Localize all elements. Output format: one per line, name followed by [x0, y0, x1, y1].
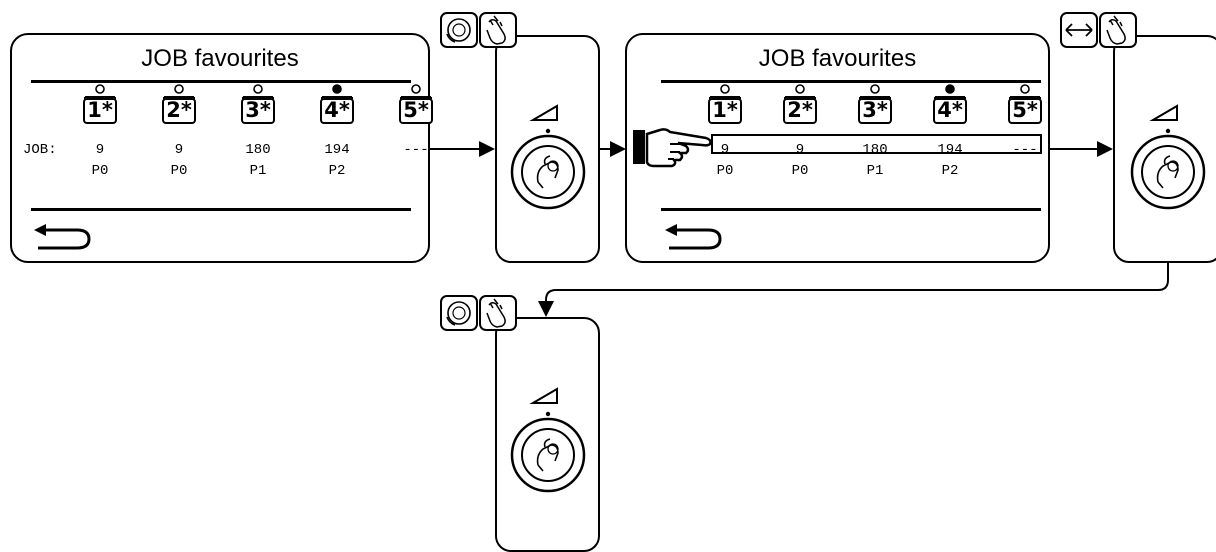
- slot-label: 5*: [403, 98, 429, 122]
- slot-job-number: ---: [1012, 142, 1038, 158]
- favourite-tag-icon: [320, 84, 354, 124]
- control-panel-2: [1113, 35, 1216, 263]
- control-panel-3: [495, 317, 600, 552]
- action-icons-step-2: [1060, 12, 1137, 48]
- slot-job-number: 194: [324, 142, 350, 158]
- slot-job-number: 180: [862, 142, 888, 158]
- favourite-tag-icon: [162, 84, 196, 124]
- selected-row-highlight[interactable]: [711, 134, 1042, 154]
- ramp-icon: [529, 387, 558, 417]
- slot-job-number: 180: [245, 142, 271, 158]
- slot-program: P1: [866, 163, 884, 179]
- double-arrow-icon: [1065, 23, 1093, 37]
- slot-program: P0: [716, 163, 734, 179]
- divider-bottom: [661, 208, 1041, 211]
- slot-label: 2*: [787, 98, 813, 122]
- return-arrow-icon[interactable]: [32, 221, 94, 253]
- slot-label: 3*: [245, 98, 271, 122]
- slot-job-number: 9: [720, 142, 730, 158]
- rotate-knob-icon: [446, 301, 471, 326]
- favourite-tag-icon: [241, 84, 275, 124]
- screen-title: JOB favourites: [141, 45, 299, 72]
- favourite-tag-icon: [858, 84, 892, 124]
- slot-job-number: 9: [174, 142, 184, 158]
- favourite-tag-icon: [783, 84, 817, 124]
- hand-touch-icon: [486, 15, 506, 45]
- action-icons-step-3: [440, 295, 517, 331]
- hand-touch-icon: [1106, 15, 1126, 45]
- slot-job-number: 9: [95, 142, 105, 158]
- slot-job-number: 9: [795, 142, 805, 158]
- divider-bottom: [31, 208, 411, 211]
- ramp-icon: [529, 104, 558, 134]
- slot-label: 5*: [1012, 98, 1038, 122]
- push-turn-knob-icon[interactable]: [510, 417, 586, 493]
- favourite-tag-icon: [83, 84, 117, 124]
- slot-program: P0: [170, 163, 188, 179]
- action-icons-step-1: [440, 12, 517, 48]
- rotate-knob-icon: [446, 18, 471, 43]
- slot-program: P2: [941, 163, 959, 179]
- divider-top: [31, 80, 411, 83]
- pointing-hand-icon: [633, 128, 712, 168]
- push-turn-knob-1[interactable]: [505, 100, 591, 215]
- slot-label: 1*: [87, 98, 113, 122]
- favourite-tag-icon: [933, 84, 967, 124]
- screen-title: JOB favourites: [758, 45, 917, 72]
- favourite-tag-icon: [708, 84, 742, 124]
- slot-label: 3*: [862, 98, 888, 122]
- divider-top: [661, 80, 1041, 83]
- slot-label: 2*: [166, 98, 192, 122]
- control-panel-1: [495, 35, 600, 263]
- favourite-slot-5[interactable]: 5* ---: [391, 83, 441, 183]
- slot-program: P2: [328, 163, 346, 179]
- return-arrow-icon[interactable]: [663, 221, 725, 253]
- job-row-label: JOB:: [23, 142, 57, 158]
- favourite-slot-5[interactable]: 5* ---: [1000, 83, 1050, 183]
- hand-touch-icon: [486, 298, 506, 328]
- slot-job-number: 194: [937, 142, 963, 158]
- push-turn-knob-2[interactable]: [1125, 100, 1211, 215]
- push-turn-knob-icon[interactable]: [510, 134, 586, 210]
- push-turn-knob-icon[interactable]: [1130, 134, 1206, 210]
- push-turn-knob-3[interactable]: [505, 383, 591, 498]
- slot-label: 1*: [712, 98, 738, 122]
- favourite-tag-icon: [1008, 84, 1042, 124]
- slot-label: 4*: [937, 98, 963, 122]
- slot-program: P0: [791, 163, 809, 179]
- slot-job-number: ---: [403, 142, 429, 158]
- slot-program: P0: [91, 163, 109, 179]
- slot-label: 4*: [324, 98, 350, 122]
- favourite-tag-icon: [399, 84, 433, 124]
- ramp-icon: [1149, 104, 1178, 134]
- slot-program: P1: [249, 163, 267, 179]
